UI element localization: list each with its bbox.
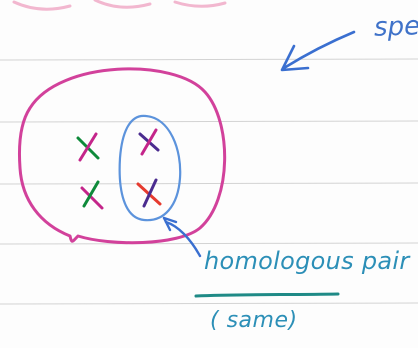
arrow-head-icon [280,44,310,72]
pair-pointer-icon [164,220,202,258]
pair-pointer-head-icon [162,216,178,232]
cell-outline-icon [18,67,227,245]
pair-note: ( same) [210,308,298,333]
ruled-lines [0,58,418,305]
faded-top-writing [12,0,227,11]
chromosome-bottom-left-icon [80,180,104,210]
chromosome-top-left-icon [76,132,100,162]
chromosome-bottom-right-icon [136,178,162,208]
pair-label: homologous pair [204,247,410,275]
label-underline [194,292,340,298]
homologous-pair-loop-icon [118,114,182,222]
arrow-icon [282,30,356,70]
top-right-text: spe [373,11,418,43]
chromosome-top-right-icon [138,128,160,156]
